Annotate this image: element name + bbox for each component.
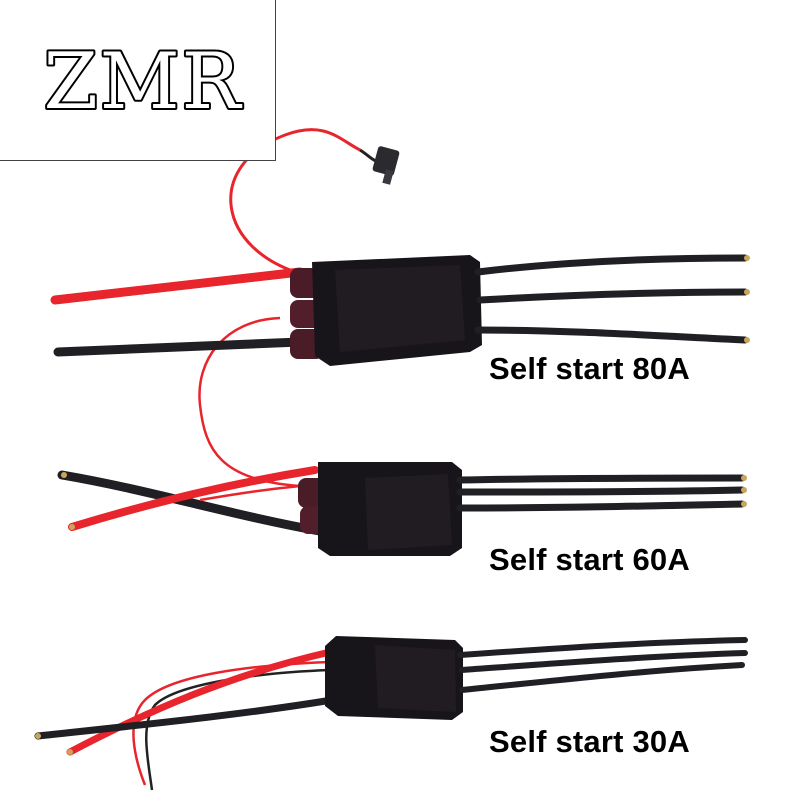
brand-logo-box: ZMR — [0, 0, 276, 161]
caption-80a: Self start 80A — [489, 351, 690, 386]
input-wire-red — [66, 648, 334, 756]
signal-wire-black — [145, 668, 331, 791]
input-wire-black — [53, 337, 305, 357]
input-wire-red — [68, 466, 319, 531]
motor-wire-1 — [456, 474, 746, 484]
motor-wire-1 — [457, 637, 748, 658]
input-wire-red — [50, 267, 305, 305]
esc-60a — [57, 462, 747, 556]
motor-wire-2 — [459, 650, 748, 673]
input-wire-black — [57, 470, 330, 537]
esc-30a — [34, 636, 748, 791]
motor-wire-2 — [456, 486, 746, 496]
motor-wire-1 — [474, 254, 749, 276]
power-switch — [372, 146, 400, 176]
signal-wire-red — [198, 316, 301, 488]
caption-30a: Self start 30A — [489, 724, 690, 759]
esc-80a — [50, 128, 750, 488]
motor-wire-3 — [456, 500, 746, 512]
motor-wire-3 — [459, 662, 745, 693]
input-wire-black — [34, 696, 336, 740]
motor-wire-2 — [476, 288, 749, 304]
caption-60a: Self start 60A — [489, 542, 690, 577]
brand-logo-text: ZMR — [44, 37, 243, 127]
motor-wire-3 — [474, 326, 749, 344]
brand-logo: ZMR — [42, 35, 243, 129]
